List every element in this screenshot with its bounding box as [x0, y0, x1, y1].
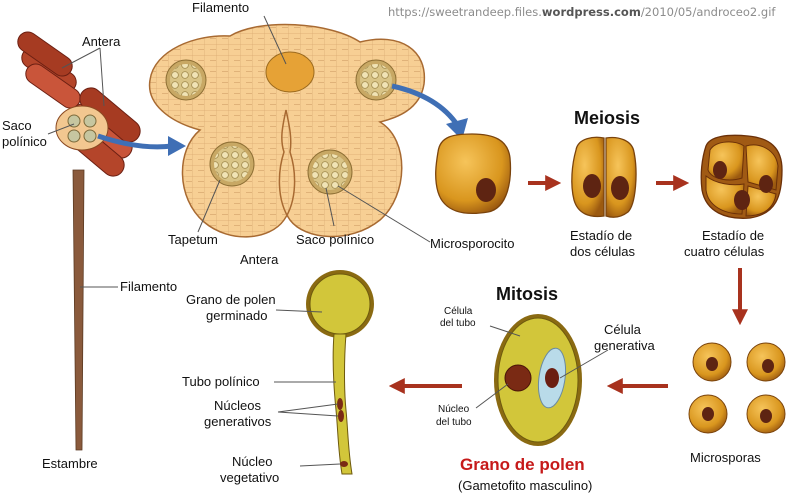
label-saco-left: Saco	[2, 118, 32, 133]
label-nucleos-gen-2: generativos	[204, 414, 272, 429]
pollen-sac-upper-right	[355, 59, 397, 101]
germinated-pollen	[306, 270, 374, 475]
microsporocyte-cell	[435, 133, 512, 215]
label-estadio-cuatro-1: Estadío de	[702, 228, 764, 243]
pollen-grain	[494, 314, 582, 446]
label-grano-germinado-1: Grano de polen	[186, 292, 276, 307]
label-celula-generativa-2: generativa	[594, 338, 655, 353]
pollen-sac-lower-right	[307, 149, 353, 195]
label-saco-left-2: polínico	[2, 134, 47, 149]
label-nucleo-veg-2: vegetativo	[220, 470, 279, 485]
label-filamento-left: Filamento	[120, 279, 177, 294]
two-cell-stage	[571, 136, 637, 218]
filament-section	[265, 51, 315, 93]
label-microsporocito: Microsporocito	[430, 236, 515, 251]
label-estadio-dos-2: dos células	[570, 244, 636, 259]
label-estadio-cuatro-2: cuatro células	[684, 244, 765, 259]
label-celula-tubo-1: Célula	[444, 306, 473, 317]
label-nucleo-tubo-2: del tubo	[436, 417, 472, 428]
label-gametofito: (Gametofito masculino)	[458, 478, 592, 493]
label-estambre: Estambre	[42, 456, 98, 471]
label-antera-mid: Antera	[240, 252, 279, 267]
title-mitosis: Mitosis	[496, 284, 558, 304]
label-estadio-dos-1: Estadío de	[570, 228, 632, 243]
source-url: https://sweetrandeep.files.wordpress.com…	[388, 5, 776, 19]
microspore	[688, 394, 728, 434]
label-celula-tubo-2: del tubo	[440, 318, 476, 329]
label-nucleos-gen-1: Núcleos	[214, 398, 261, 413]
pollen-sac-upper-left	[165, 59, 207, 101]
label-saco-polinico-mid: Saco polínico	[296, 232, 374, 247]
zoom-arrow-left	[97, 133, 173, 150]
label-nucleo-tubo-1: Núcleo	[438, 404, 470, 415]
stamen-illustration	[17, 31, 141, 451]
label-nucleo-veg-1: Núcleo	[232, 454, 272, 469]
label-grano-germinado-2: germinado	[206, 308, 267, 323]
anther-cross-section	[148, 15, 431, 243]
label-celula-generativa-1: Célula	[604, 322, 642, 337]
microspores	[688, 342, 786, 434]
label-grano-polen: Grano de polen	[460, 455, 585, 474]
four-cell-stage	[700, 134, 783, 219]
title-meiosis: Meiosis	[574, 108, 640, 128]
label-tubo-polinico: Tubo polínico	[182, 374, 260, 389]
label-filamento-top: Filamento	[192, 0, 249, 15]
pollen-sac-lower-left	[209, 141, 255, 187]
label-microsporas: Microsporas	[690, 450, 761, 465]
label-tapetum: Tapetum	[168, 232, 218, 247]
microspore	[692, 342, 732, 382]
anther-lower	[55, 87, 141, 177]
anther-upper	[17, 31, 81, 109]
microspore	[746, 342, 786, 382]
microspore	[746, 394, 786, 434]
label-antera-top: Antera	[82, 34, 121, 49]
tube-nucleus	[504, 364, 532, 392]
zoom-arrow-right	[391, 83, 461, 128]
